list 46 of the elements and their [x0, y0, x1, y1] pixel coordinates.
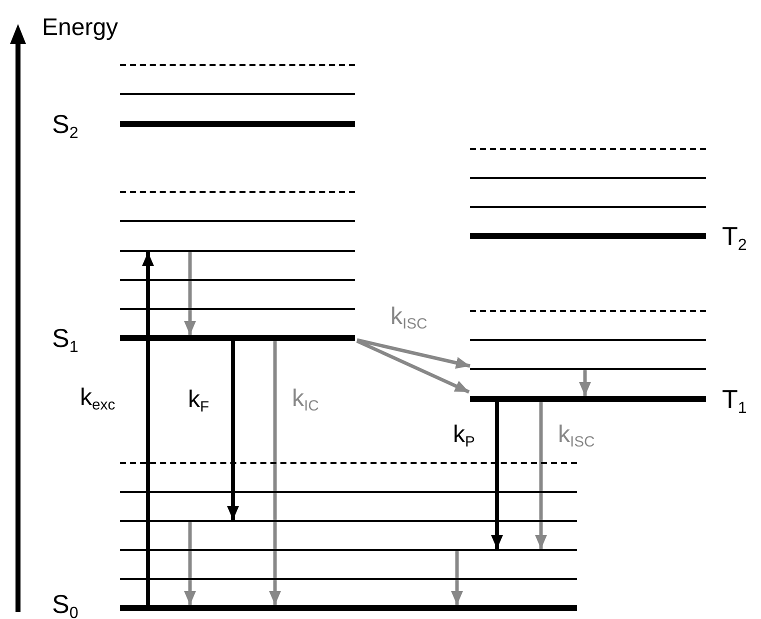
energy-level-line	[120, 121, 355, 127]
state-label: S$_{2}$	[52, 110, 78, 144]
dashed-level-line	[470, 148, 706, 150]
energy-level-line	[470, 177, 706, 179]
energy-level-line	[120, 520, 577, 522]
edge-label: k$_{P}$	[453, 420, 475, 452]
edge-label: k$_{ISC}$	[558, 420, 595, 452]
energy-level-line	[470, 368, 706, 370]
energy-level-line	[470, 206, 706, 208]
arrow	[535, 402, 547, 549]
energy-level-line	[120, 491, 577, 493]
arrow	[451, 551, 463, 605]
energy-level-line	[120, 308, 355, 310]
energy-level-line	[120, 279, 355, 281]
axis-label: Energy	[42, 14, 118, 42]
energy-level-line	[120, 578, 577, 580]
arrow	[579, 370, 591, 396]
arrow	[356, 339, 470, 394]
edge-label: k$_{F}$	[188, 386, 210, 417]
energy-level-line	[120, 335, 355, 341]
edge-label: k$_{IC}$	[292, 385, 319, 416]
state-label: T$_{2}$	[722, 222, 747, 256]
dashed-level-line	[470, 310, 706, 312]
arrow	[227, 341, 239, 520]
state-label: S$_{0}$	[52, 590, 78, 619]
arrow	[184, 252, 196, 335]
dashed-level-line	[120, 462, 577, 464]
energy-level-line	[120, 93, 355, 95]
dashed-level-line	[120, 191, 355, 193]
arrow	[491, 402, 503, 549]
energy-level-line	[120, 549, 577, 551]
state-label: T$_{1}$	[722, 385, 747, 419]
arrow	[269, 341, 281, 605]
arrow	[184, 522, 196, 605]
state-label: S$_{1}$	[52, 324, 78, 358]
arrow	[356, 338, 470, 369]
energy-level-line	[120, 250, 355, 252]
energy-level-line	[120, 605, 577, 611]
edge-label: k$_{ISC}$	[390, 303, 428, 334]
arrow	[142, 252, 154, 605]
energy-level-line	[470, 396, 706, 402]
edge-label: k$_{exc}$	[80, 384, 116, 415]
energy-level-line	[120, 220, 355, 222]
energy-level-line	[470, 233, 706, 239]
energy-level-line	[470, 339, 706, 341]
dashed-level-line	[120, 64, 355, 66]
